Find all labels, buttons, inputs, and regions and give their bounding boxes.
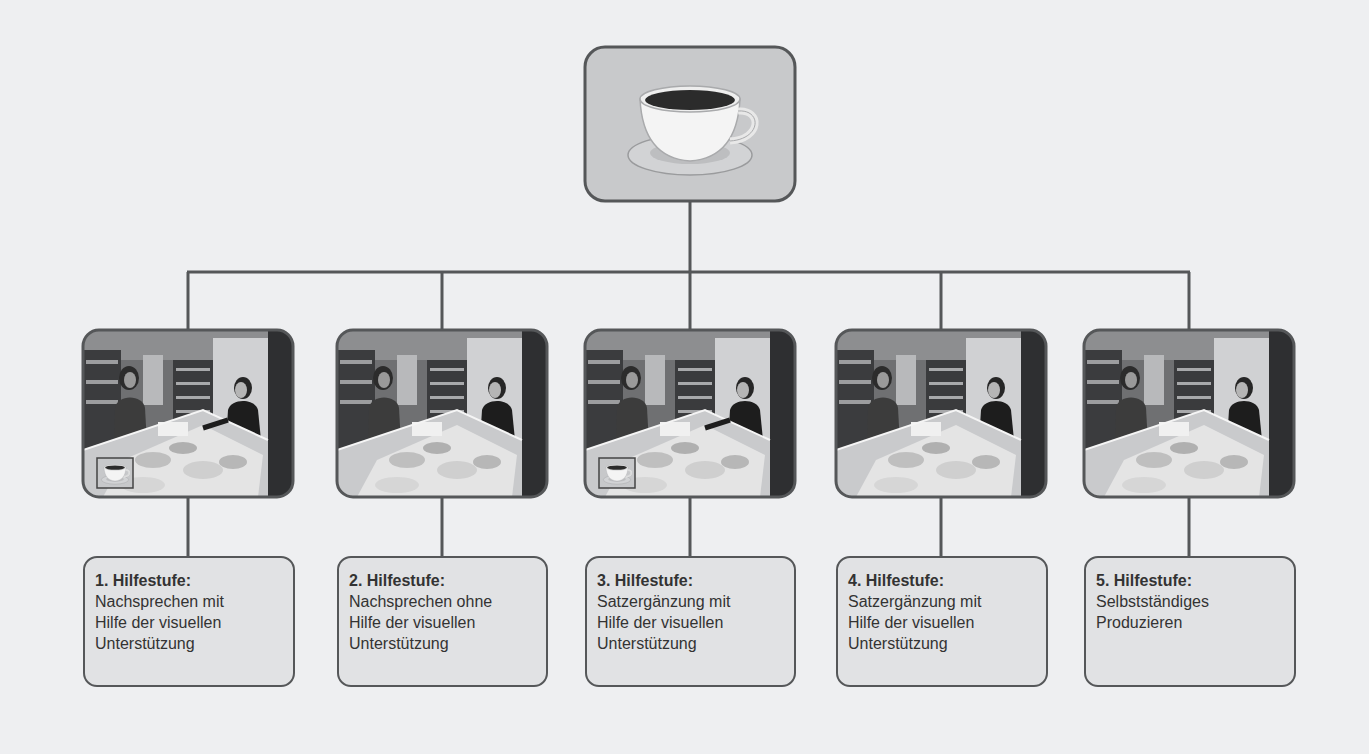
branch-line xyxy=(187,272,190,330)
step-box: 3. Hilfestufe:Satzergänzung mit Hilfe de… xyxy=(585,556,796,687)
step-box: 1. Hilfestufe:Nachsprechen mit Hilfe der… xyxy=(83,556,295,687)
leader-line xyxy=(689,497,692,557)
step-box: 4. Hilfestufe:Satzergänzung mit Hilfe de… xyxy=(836,556,1048,687)
shop-photo xyxy=(1084,330,1294,497)
shop-photo xyxy=(337,330,547,497)
branch-line xyxy=(689,272,692,330)
branch-line xyxy=(441,272,444,330)
shop-photo xyxy=(836,330,1046,497)
step-heading: 4. Hilfestufe: xyxy=(848,570,1010,591)
branch-line xyxy=(1188,272,1191,330)
step-box: 5. Hilfestufe:Selbstständiges Produziere… xyxy=(1084,556,1296,687)
leader-line xyxy=(1188,497,1191,557)
tree-lines xyxy=(187,201,1190,557)
stem-line xyxy=(689,201,692,272)
leader-line xyxy=(441,497,444,557)
shop-photo xyxy=(585,330,795,497)
branch-line xyxy=(940,272,943,330)
step-box: 2. Hilfestufe:Nachsprechen ohne Hilfe de… xyxy=(337,556,548,687)
step-heading: 2. Hilfestufe: xyxy=(349,570,511,591)
step-heading: 1. Hilfestufe: xyxy=(95,570,257,591)
step-description: Satzergänzung mit Hilfe der visuellen Un… xyxy=(597,591,759,654)
step-description: Selbstständiges Produzieren xyxy=(1096,591,1258,633)
step-description: Nachsprechen mit Hilfe der visuellen Unt… xyxy=(95,591,257,654)
step-description: Nachsprechen ohne Hilfe der visuellen Un… xyxy=(349,591,511,654)
shop-photo xyxy=(83,330,293,497)
leader-line xyxy=(187,497,190,557)
leader-line xyxy=(940,497,943,557)
step-description: Satzergänzung mit Hilfe der visuellen Un… xyxy=(848,591,1010,654)
cup-picture xyxy=(585,47,795,201)
step-heading: 5. Hilfestufe: xyxy=(1096,570,1258,591)
step-heading: 3. Hilfestufe: xyxy=(597,570,759,591)
